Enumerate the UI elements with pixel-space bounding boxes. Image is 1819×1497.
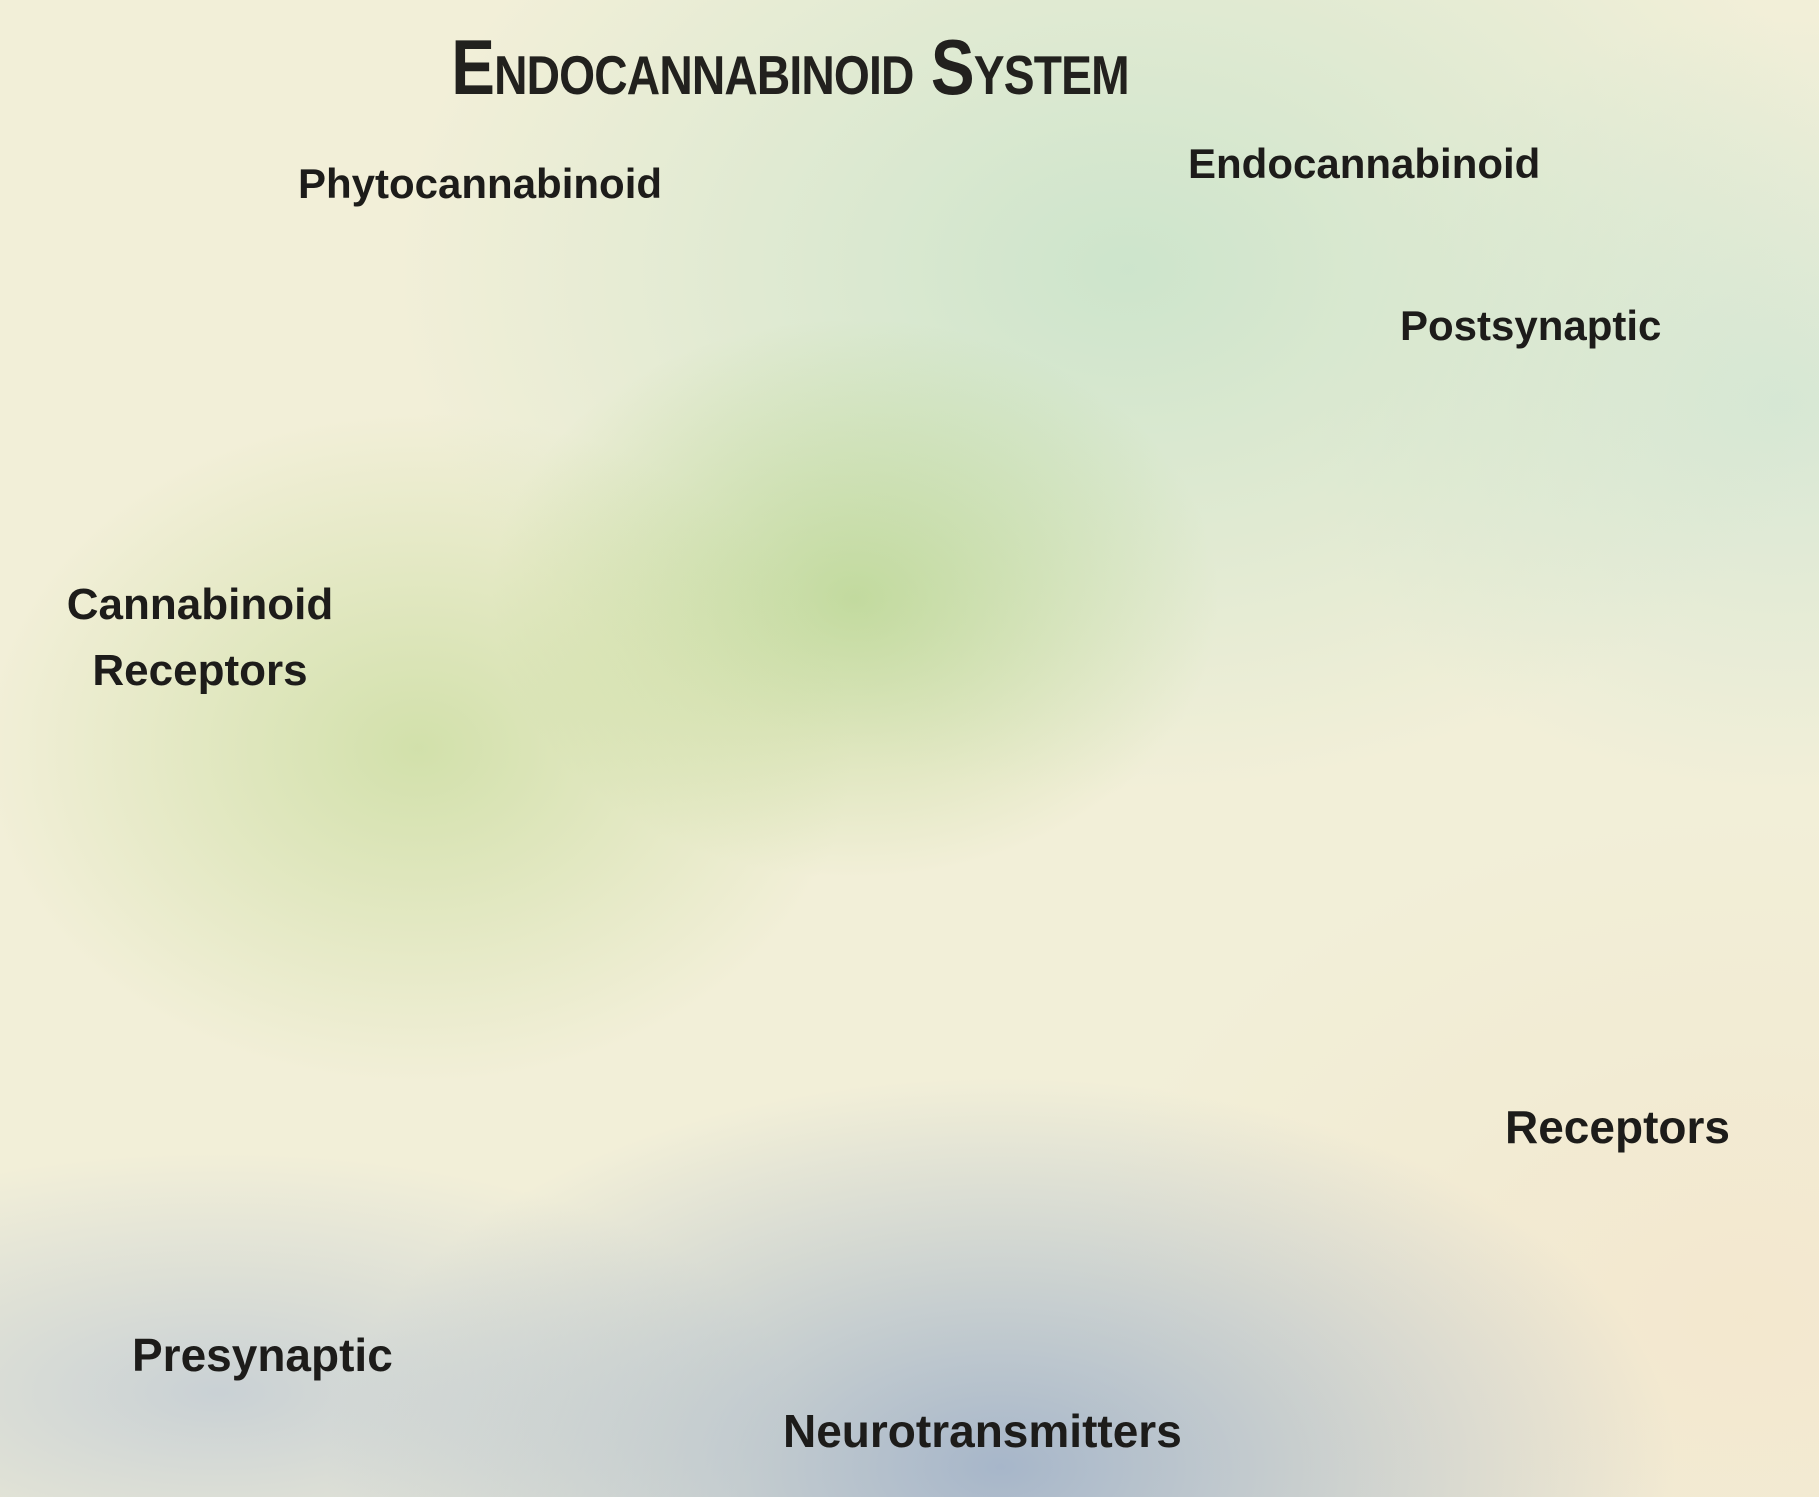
label-presynaptic: Presynaptic (132, 1329, 393, 1381)
label-endocannabinoid: Endocannabinoid (1188, 140, 1541, 187)
page-title: Endocannabinoid System (451, 23, 1129, 111)
label-receptors: Receptors (1505, 1101, 1730, 1153)
label-postsynaptic: Postsynaptic (1400, 302, 1662, 349)
label-neurotransmitters: Neurotransmitters (783, 1405, 1182, 1457)
label-cannabinoid-receptors: Cannabinoid Receptors (66, 580, 334, 695)
label-phytocannabinoid: Phytocannabinoid (298, 160, 663, 207)
